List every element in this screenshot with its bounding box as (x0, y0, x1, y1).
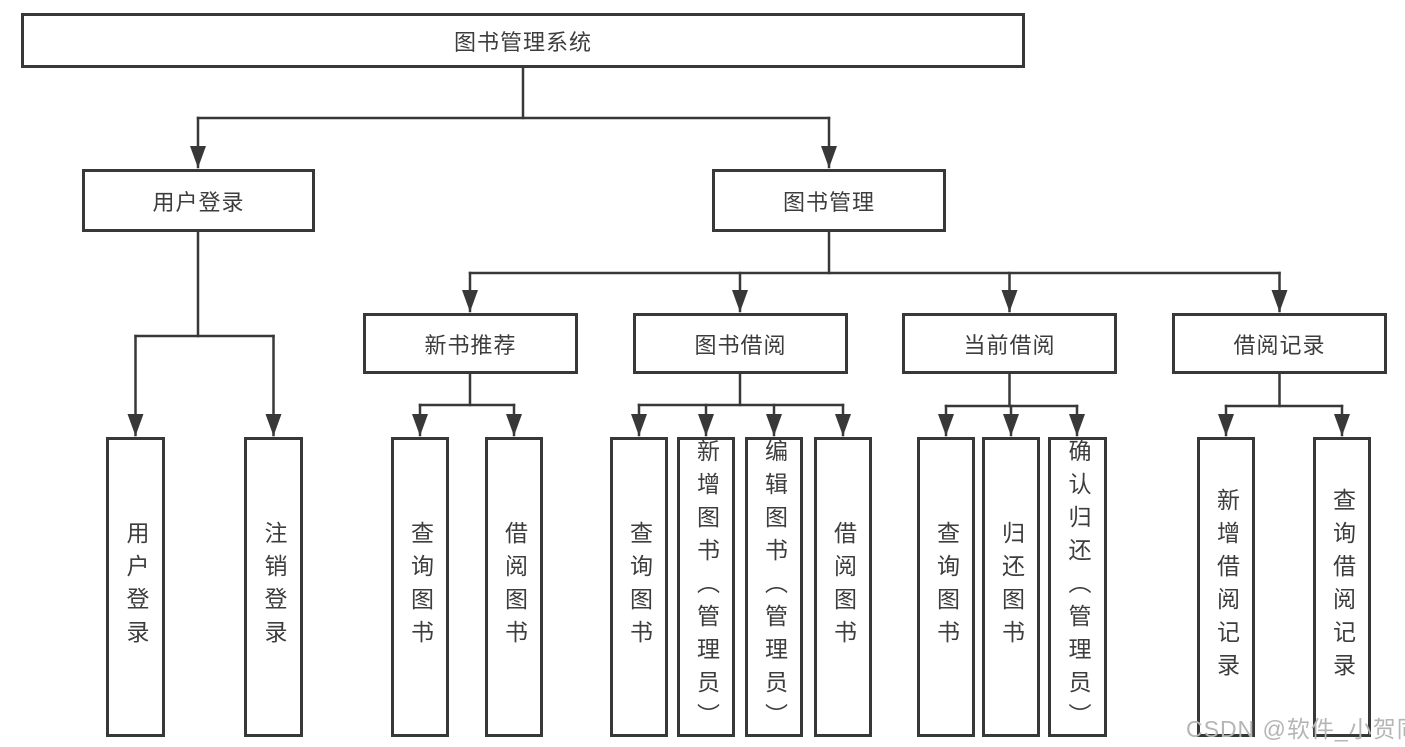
leaf-query-book-2-label: 查询图书 (626, 521, 653, 653)
leaf-add-book: 新增图书（管理员） (677, 437, 735, 737)
node-borrowing-records-label: 借阅记录 (1233, 332, 1326, 358)
node-root-label: 图书管理系统 (453, 29, 592, 55)
node-current-borrowing-label: 当前借阅 (963, 332, 1056, 358)
leaf-confirm-return: 确认归还（管理员） (1048, 437, 1107, 737)
leaf-user-login: 用户登录 (106, 437, 165, 737)
leaf-query-book-3: 查询图书 (917, 437, 975, 737)
leaf-logout-label: 注销登录 (261, 521, 287, 653)
leaf-query-book-1: 查询图书 (391, 437, 449, 737)
leaf-edit-book-label: 编辑图书（管理员） (761, 438, 788, 736)
node-root: 图书管理系统 (21, 13, 1025, 68)
node-user-login-label: 用户登录 (152, 189, 245, 215)
watermark: CSDN @软件_小贺同学 (1186, 716, 1405, 742)
leaf-query-book-3-label: 查询图书 (933, 521, 960, 653)
node-book-borrowing-label: 图书借阅 (694, 332, 787, 358)
leaf-add-borrow-record-label: 新增借阅记录 (1213, 488, 1240, 686)
node-book-management: 图书管理 (712, 169, 946, 232)
node-new-book-recommendation-label: 新书推荐 (424, 332, 517, 358)
leaf-logout: 注销登录 (244, 437, 303, 737)
leaf-return-book-label: 归还图书 (998, 521, 1025, 653)
node-new-book-recommendation: 新书推荐 (363, 313, 578, 374)
leaf-borrow-book-2: 借阅图书 (814, 437, 872, 737)
leaf-query-borrow-record: 查询借阅记录 (1313, 437, 1371, 737)
node-current-borrowing: 当前借阅 (902, 313, 1117, 374)
leaf-query-book-2: 查询图书 (610, 437, 668, 737)
node-book-management-label: 图书管理 (782, 189, 875, 215)
leaf-user-login-label: 用户登录 (123, 521, 149, 653)
node-book-borrowing: 图书借阅 (633, 313, 848, 374)
leaf-add-book-label: 新增图书（管理员） (693, 438, 720, 736)
leaf-return-book: 归还图书 (982, 437, 1040, 737)
leaf-borrow-book-2-label: 借阅图书 (830, 521, 857, 653)
leaf-query-book-1-label: 查询图书 (407, 521, 434, 653)
node-borrowing-records: 借阅记录 (1172, 313, 1387, 374)
leaf-confirm-return-label: 确认归还（管理员） (1065, 438, 1091, 736)
node-user-login: 用户登录 (82, 169, 315, 232)
leaf-borrow-book-1: 借阅图书 (485, 437, 543, 737)
leaf-add-borrow-record: 新增借阅记录 (1197, 437, 1255, 737)
leaf-edit-book: 编辑图书（管理员） (745, 437, 803, 737)
leaf-query-borrow-record-label: 查询借阅记录 (1329, 488, 1356, 686)
leaf-borrow-book-1-label: 借阅图书 (501, 521, 528, 653)
